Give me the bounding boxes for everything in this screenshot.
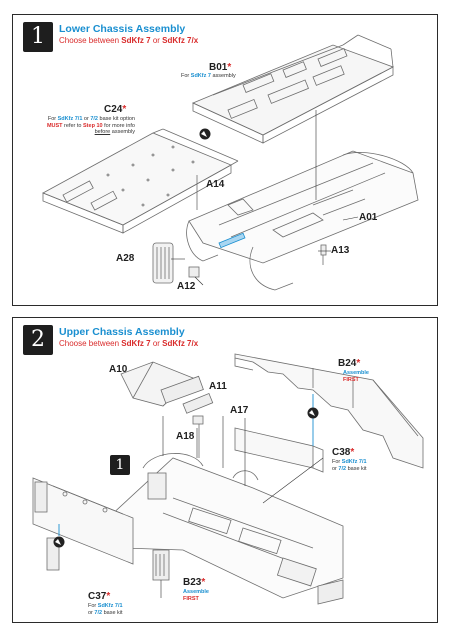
label-a01: A01 xyxy=(359,212,378,223)
step-reference-badge: 1 xyxy=(110,455,130,475)
part-a01-chassis xyxy=(186,150,419,291)
part-a28-radiator xyxy=(152,242,174,284)
label-a13: A13 xyxy=(331,245,350,256)
part-a12 xyxy=(188,266,200,278)
label-a11: A11 xyxy=(209,381,227,392)
lower-chassis-drawing xyxy=(42,34,419,291)
step-number-badge: 1 xyxy=(23,22,53,52)
highlight-lines xyxy=(58,394,314,536)
label-a18: A18 xyxy=(176,431,195,442)
note-c38: For SdKfz 7/1 or 7/2 base kit xyxy=(332,459,367,472)
label-b01: B01* xyxy=(209,62,232,73)
label-c24: C24* xyxy=(104,104,127,115)
step-number-badge: 2 xyxy=(23,325,53,355)
label-a12: A12 xyxy=(177,281,196,292)
label-b24: B24* xyxy=(338,358,361,369)
step-subtitle: Choose between SdKfz 7 or SdKfz 7/x xyxy=(59,36,199,45)
glue-icon xyxy=(307,407,319,419)
part-b23-grille xyxy=(152,549,170,581)
leader-lines xyxy=(160,416,324,598)
step-2-panel: 2 Upper Chassis Assembly Choose between … xyxy=(12,317,438,623)
note-c37: For SdKfz 7/1 or 7/2 base kit xyxy=(88,603,123,616)
part-c24-plate xyxy=(42,128,239,234)
label-a28: A28 xyxy=(116,253,135,264)
step-title: Lower Chassis Assembly xyxy=(59,23,186,35)
note-b24: Assemble FIRST xyxy=(343,370,369,383)
glue-icon xyxy=(53,536,65,548)
upper-chassis-body xyxy=(107,453,344,605)
note-b01: For SdKfz 7 assembly xyxy=(181,73,236,79)
part-c38-panel xyxy=(234,427,324,473)
part-b24-panel xyxy=(234,353,424,469)
upper-chassis-drawing xyxy=(32,353,424,605)
note-c24: For SdKfz 7/1 or 7/2 base kit option MUS… xyxy=(46,116,135,136)
step-title: Upper Chassis Assembly xyxy=(59,326,185,338)
part-b01-plate xyxy=(191,34,394,144)
glue-icon xyxy=(199,128,211,140)
part-a10-dashboard xyxy=(120,361,204,407)
label-a10: A10 xyxy=(109,364,128,375)
leader-lines xyxy=(171,110,359,286)
step-subtitle: Choose between SdKfz 7 or SdKfz 7/x xyxy=(59,339,199,348)
part-c37-panel xyxy=(32,477,134,571)
note-b23: Assemble FIRST xyxy=(183,589,209,602)
label-a17: A17 xyxy=(230,405,249,416)
label-c38: C38* xyxy=(332,447,355,458)
label-b23: B23* xyxy=(183,577,206,588)
step-1-panel: 1 Lower Chassis Assembly Choose between … xyxy=(12,14,438,306)
part-a13-pin xyxy=(320,244,327,265)
label-a14: A14 xyxy=(206,179,225,190)
part-a11-a18 xyxy=(182,392,214,458)
label-c37: C37* xyxy=(88,591,111,602)
